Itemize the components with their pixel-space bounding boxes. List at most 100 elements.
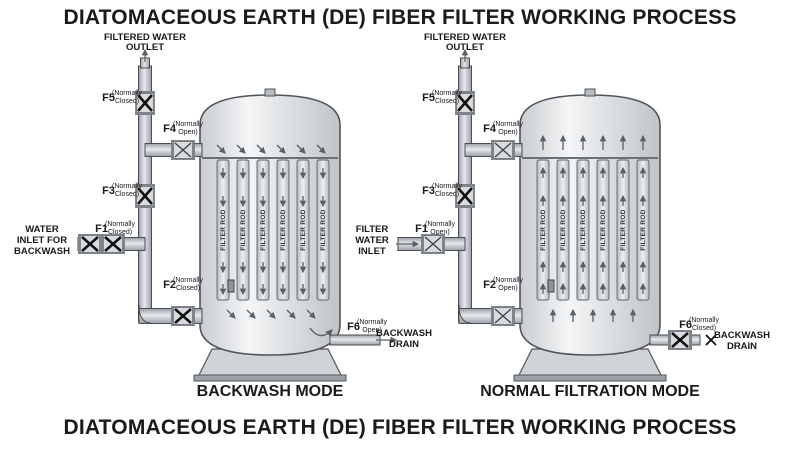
filter-rod: FILTER ROD bbox=[536, 159, 550, 301]
vessel-base bbox=[513, 374, 667, 382]
sight-gauge bbox=[547, 279, 555, 293]
valve-state-note: Closed) bbox=[115, 191, 139, 198]
outlet-label: OUTLET bbox=[446, 42, 484, 53]
closed-valve-cross-icon bbox=[671, 332, 689, 348]
filter-rod: FILTER ROD bbox=[296, 159, 310, 301]
filter-rod-body bbox=[236, 159, 250, 301]
valve-state-note: (Normally bbox=[112, 90, 142, 97]
valve-flange bbox=[135, 91, 155, 94]
valve-flange bbox=[491, 140, 494, 160]
valve-label-f3: F3 bbox=[102, 185, 115, 197]
valve-flange bbox=[101, 234, 104, 254]
closed-valve-cross-icon bbox=[137, 94, 153, 112]
vessel-top-nozzle bbox=[264, 88, 276, 97]
valve-state-note: Open) bbox=[430, 229, 449, 236]
valve-flange bbox=[122, 234, 125, 254]
closed-valve-cross-icon bbox=[174, 308, 192, 324]
flow-arrow bbox=[236, 144, 246, 154]
filter-rod: FILTER ROD bbox=[616, 159, 630, 301]
valve-state-note: Closed) bbox=[435, 98, 459, 105]
valve-flange bbox=[455, 91, 475, 94]
valve-f4 bbox=[171, 140, 195, 160]
valve-state-note: (Normally bbox=[105, 221, 135, 228]
valve-state-note: (Normally bbox=[173, 121, 203, 128]
filter-rod-label: FILTER ROD bbox=[220, 209, 227, 251]
drain-closed-icon bbox=[705, 334, 717, 346]
filter-rod-label: FILTER ROD bbox=[540, 209, 547, 251]
drain-label: BACKWASH bbox=[376, 328, 432, 339]
valve-f1-inlet bbox=[78, 234, 102, 254]
filter-rod: FILTER ROD bbox=[556, 159, 570, 301]
valve-flange bbox=[455, 112, 475, 115]
filter-rod: FILTER ROD bbox=[636, 159, 650, 301]
valve-flange bbox=[135, 184, 155, 187]
valve-flange bbox=[442, 234, 445, 254]
outlet-label: FILTERED WATER bbox=[104, 32, 186, 43]
filter-rod-label: FILTER ROD bbox=[560, 209, 567, 251]
valve-flange bbox=[171, 306, 174, 326]
valve-state-note: Closed) bbox=[108, 229, 132, 236]
filter-rod-label: FILTER ROD bbox=[280, 209, 287, 251]
valve-label-f6: F6 bbox=[347, 321, 360, 333]
drain-flow-arrow bbox=[309, 327, 333, 337]
closed-valve-cross-icon bbox=[457, 187, 473, 205]
valve-state-note: (Normally bbox=[173, 277, 203, 284]
valve-f5 bbox=[135, 91, 155, 115]
filter-rod: FILTER ROD bbox=[576, 159, 590, 301]
valve-label-f1: F1 bbox=[415, 223, 428, 235]
outlet-label: OUTLET bbox=[126, 42, 164, 53]
flow-arrow bbox=[246, 309, 256, 319]
filter-rod-label: FILTER ROD bbox=[240, 209, 247, 251]
valve-label-f5: F5 bbox=[102, 92, 115, 104]
filter-rod-body bbox=[316, 159, 330, 301]
inlet-label: INLET bbox=[358, 246, 386, 257]
valve-f2 bbox=[491, 306, 515, 326]
valve-state-note: (Normally bbox=[493, 277, 523, 284]
pipe-elbow bbox=[138, 304, 152, 324]
flow-arrow bbox=[216, 144, 226, 154]
valve-label-f3: F3 bbox=[422, 185, 435, 197]
sight-gauge bbox=[227, 279, 235, 293]
filter-rod: FILTER ROD bbox=[236, 159, 250, 301]
mode-label: NORMAL FILTRATION MODE bbox=[480, 383, 700, 400]
drain-label: DRAIN bbox=[727, 341, 757, 352]
filter-rod: FILTER ROD bbox=[276, 159, 290, 301]
inlet-label: FILTER bbox=[356, 224, 389, 235]
valve-label-f1: F1 bbox=[95, 223, 108, 235]
drain-label: DRAIN bbox=[389, 339, 419, 350]
filter-rod-body bbox=[296, 159, 310, 301]
inlet-label: WATER bbox=[25, 224, 59, 235]
valve-flange bbox=[421, 234, 424, 254]
valve-state-note: Open) bbox=[498, 285, 517, 292]
filter-rod-body bbox=[276, 159, 290, 301]
valve-flange bbox=[135, 112, 155, 115]
panel-normal-filtration-mode: FILTER ROD FILTER ROD FILTER ROD FILTER ROD… bbox=[355, 32, 770, 400]
flow-arrow bbox=[316, 144, 326, 154]
pipe-elbow bbox=[458, 304, 472, 324]
flow-arrow bbox=[256, 144, 266, 154]
valve-state-note: Open) bbox=[362, 327, 381, 334]
valve-label-f4: F4 bbox=[163, 123, 177, 135]
valve-state-note: Open) bbox=[498, 129, 517, 136]
inlet-label: INLET FOR bbox=[17, 235, 67, 246]
valve-flange bbox=[455, 205, 475, 208]
outlet-label: FILTERED WATER bbox=[424, 32, 506, 43]
valve-flange bbox=[491, 306, 494, 326]
flow-arrow bbox=[276, 144, 286, 154]
filter-rod-label: FILTER ROD bbox=[300, 209, 307, 251]
valve-state-note: Closed) bbox=[115, 98, 139, 105]
valve-label-f6: F6 bbox=[679, 319, 692, 331]
valve-f4 bbox=[491, 140, 515, 160]
valve-f1 bbox=[421, 234, 445, 254]
valve-state-note: (Normally bbox=[357, 319, 387, 326]
inlet-label: BACKWASH bbox=[14, 246, 70, 257]
valve-bowtie-icon bbox=[494, 142, 512, 158]
inlet-label: WATER bbox=[355, 235, 389, 246]
valve-label-f4: F4 bbox=[483, 123, 497, 135]
valve-flange bbox=[512, 306, 515, 326]
valve-state-note: (Normally bbox=[432, 183, 462, 190]
flow-arrow bbox=[286, 309, 296, 319]
valve-f5 bbox=[455, 91, 475, 115]
valve-f6 bbox=[668, 330, 692, 350]
